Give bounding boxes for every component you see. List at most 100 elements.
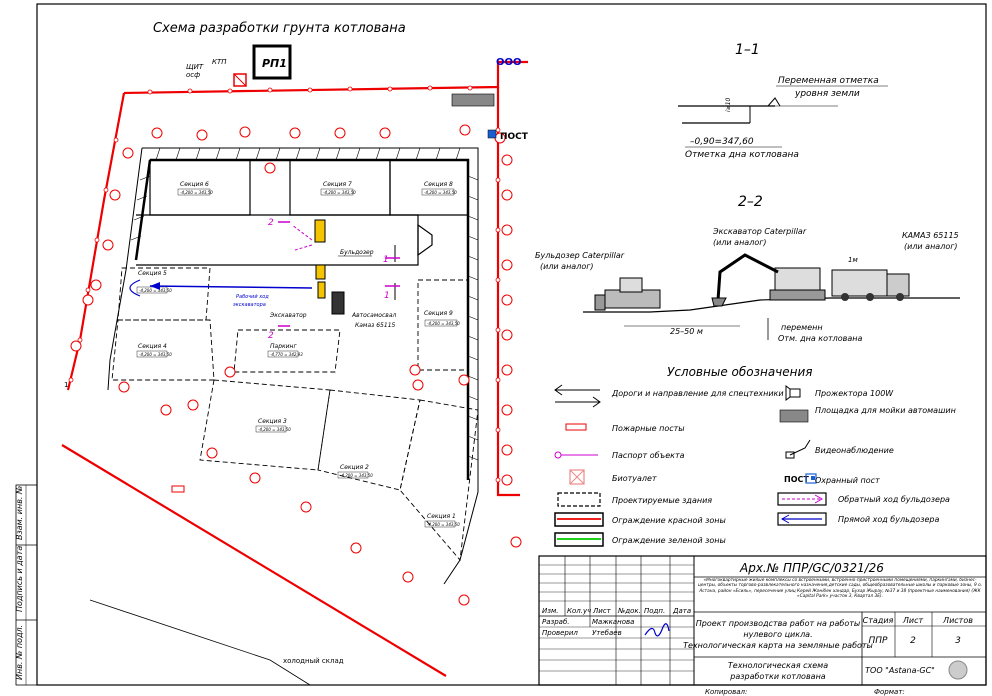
- project-line1: Проект производства работ на работы: [696, 619, 860, 628]
- section-3-name: Секция 3: [258, 418, 287, 425]
- section-4-name: Секция 4: [138, 343, 167, 350]
- cut-2-bottom: 2: [268, 331, 274, 341]
- legend: Условные обозначения Дороги и направлени…: [554, 365, 956, 547]
- legend-reverse: Обратный ход бульдозера: [838, 495, 950, 504]
- s22-excavator1: Экскаватор Caterpillar: [712, 227, 807, 236]
- section-2-2: 2–2 Бульдозер Caterpillar (или аналог) Э…: [535, 194, 960, 343]
- company-name: ТОО "Astana-GC": [865, 666, 935, 675]
- page-title: Схема разработки грунта котлована: [153, 21, 406, 36]
- legend-wash: Площадка для мойки автомашин: [815, 406, 956, 415]
- sheet-frame: [36, 3, 987, 686]
- cut-2-top: 2: [268, 218, 274, 228]
- side-podp: Подпись и дата: [15, 546, 24, 612]
- parking-name: Паркинг: [270, 343, 297, 350]
- legend-title: Условные обозначения: [667, 365, 813, 379]
- svg-text:-4,200 = 343,50: -4,200 = 343,50: [424, 190, 457, 195]
- stadia-head: Стадия: [863, 616, 894, 625]
- format: Формат:: [874, 688, 905, 696]
- section-9-name: Секция 9: [424, 310, 453, 317]
- col-podp: Подп.: [644, 607, 665, 615]
- company-logo: [948, 660, 968, 680]
- sheet-title2: разработки котлована: [729, 672, 826, 681]
- legend-guard: Охранный пост: [815, 476, 880, 485]
- sheet-title1: Технологическая схема: [728, 661, 828, 670]
- svg-text:-4,200 = 343,50: -4,200 = 343,50: [323, 190, 356, 195]
- bulldozer-plan-label: Бульдозер: [340, 249, 374, 256]
- svg-text:-4,200 = 343,50: -4,200 = 343,50: [427, 321, 460, 326]
- side-strip: Взам. инв. № Подпись и дата Инв. № подл.: [15, 484, 38, 686]
- red-fence: [61, 60, 528, 677]
- project-line3: Технологическая карта на земляные работы: [683, 641, 873, 650]
- side-vzam: Взам. инв. №: [15, 486, 24, 540]
- excavator-plan-label: Экскаватор: [269, 312, 307, 319]
- svg-text:-4,200 = 343,50: -4,200 = 343,50: [340, 473, 373, 478]
- s11-slope: i≥10: [725, 97, 732, 112]
- cameras: [70, 124, 522, 606]
- rp1-box: [252, 44, 292, 80]
- signature: [644, 623, 670, 637]
- shchit-label: ЩИТ: [186, 63, 204, 71]
- svg-text:-4,770 = 342,93: -4,770 = 342,93: [270, 352, 303, 357]
- s11-label1: Переменная отметка: [778, 76, 879, 86]
- section-7-name: Секция 7: [323, 181, 352, 188]
- s22-dim: 25–50 м: [670, 327, 703, 336]
- listov-value: 3: [955, 636, 961, 646]
- fire-post-top: ООО ПОСТ: [171, 57, 529, 493]
- legend-roads: Дороги и направление для спецтехники: [611, 389, 784, 398]
- s11-mark: –0,90=347,60: [690, 137, 754, 147]
- col-data: Дата: [672, 607, 691, 615]
- s22-variable: переменн: [781, 323, 823, 332]
- plan-machines: Бульдозер Экскаватор Автосамосвал Камаз …: [129, 218, 400, 341]
- legend-video: Видеонаблюдение: [815, 446, 894, 455]
- cut-1-top: 1: [383, 255, 389, 265]
- razrab-label: Разраб.: [542, 618, 570, 626]
- section-1-1-title: 1–1: [735, 42, 760, 58]
- truck-model-plan-label: Камаз 65115: [355, 322, 396, 329]
- s22-truck1: КАМАЗ 65115: [902, 231, 959, 240]
- col-izm: Изм.: [542, 607, 558, 615]
- cut-1-bottom: 1: [384, 291, 390, 301]
- svg-text:-4,200 = 343,50: -4,200 = 343,50: [427, 522, 460, 527]
- side-inv: Инв. № подл.: [15, 625, 24, 680]
- col-list: Лист: [592, 607, 612, 615]
- legend-post-sym: ПОСТ: [784, 475, 809, 484]
- cold-storage-label: холодный склад: [283, 657, 344, 665]
- svg-text:-4,200 = 343,50: -4,200 = 343,50: [139, 288, 172, 293]
- stamp-code: Арх.№ ППР/GC/0321/26: [739, 561, 884, 575]
- svg-text:-4,200 = 343,50: -4,200 = 343,50: [258, 427, 291, 432]
- post-label: ПОСТ: [500, 132, 529, 142]
- legend-forward: Прямой ход бульдозера: [838, 515, 939, 524]
- s11-label2: уровня земли: [794, 89, 860, 99]
- project-line2: нулевого цикла.: [743, 630, 812, 639]
- svg-text:ООО: ООО: [496, 57, 522, 68]
- buildings-solid: [136, 159, 469, 266]
- section-6-name: Секция 6: [180, 181, 209, 188]
- legend-passport: Паспорт объекта: [612, 451, 685, 460]
- legend-green-fence: Ограждение зеленой зоны: [612, 536, 726, 545]
- ktp-label: КТП: [212, 58, 227, 66]
- title-block: [538, 555, 987, 686]
- col-kolch: Кол.уч: [567, 607, 591, 615]
- buildings-dashed: [111, 267, 479, 562]
- legend-toilet: Биотуалет: [612, 474, 657, 483]
- svg-text:1: 1: [64, 381, 68, 389]
- fence-nodes: [68, 85, 501, 483]
- legend-buildings: Проектируемые здания: [612, 496, 712, 505]
- list-value: 2: [910, 636, 916, 646]
- section-8-name: Секция 8: [424, 181, 453, 188]
- svg-text:-4,200 = 343,50: -4,200 = 343,50: [180, 190, 213, 195]
- proveril-name: Утебаев: [592, 629, 622, 637]
- s22-bulldozer2: (или аналог): [540, 262, 594, 271]
- list-head: Лист: [902, 616, 924, 625]
- s11-bottom: Отметка дна котлована: [685, 150, 799, 160]
- s22-bottom: Отм. дна котлована: [778, 334, 863, 343]
- stamp-description-box: «Многоквартирные жилые комплексы со встр…: [698, 578, 982, 599]
- section-2-2-title: 2–2: [738, 194, 763, 210]
- section-1-1: 1–1 Переменная отметка уровня земли i≥10…: [678, 42, 888, 160]
- ktp-box: [233, 73, 247, 87]
- section-1-name: Секция 1: [427, 513, 456, 520]
- pit-road: [107, 147, 479, 585]
- rp1-label: РП1: [262, 57, 287, 70]
- s22-truck2: (или аналог): [904, 242, 958, 251]
